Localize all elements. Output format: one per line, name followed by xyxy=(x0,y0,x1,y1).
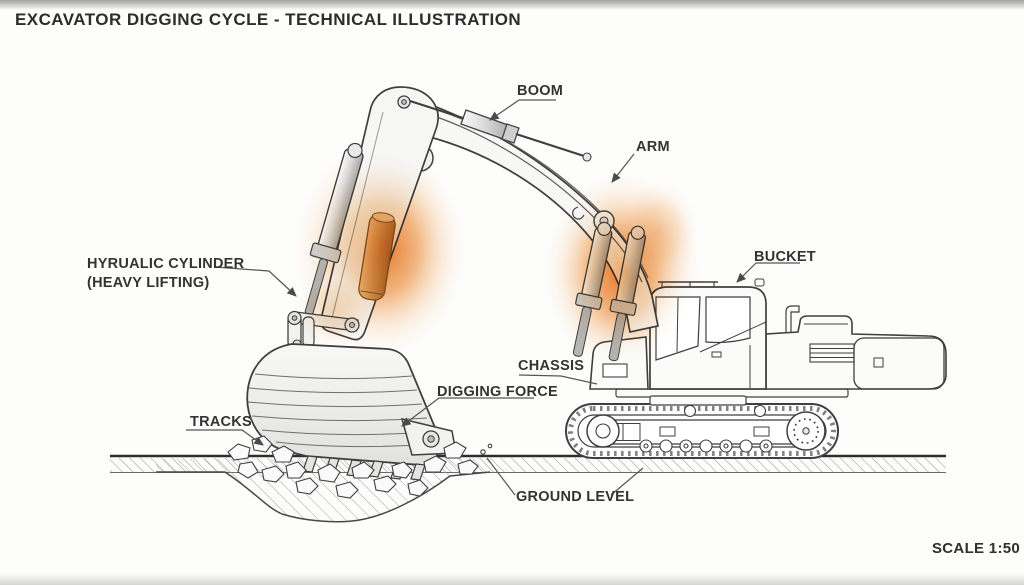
label-ground-level: GROUND LEVEL xyxy=(516,488,634,507)
chassis-label-text: CHASSIS xyxy=(518,358,585,374)
label-arm: ARM xyxy=(636,138,670,157)
digging-force-label-text: DIGGING FORCE xyxy=(437,384,558,400)
bucket-group xyxy=(246,343,457,481)
arm-label-text: ARM xyxy=(636,139,670,155)
chassis-leader-line xyxy=(518,374,598,385)
boom-label-text: BOOM xyxy=(517,83,564,99)
hydraulic-leader-line xyxy=(214,266,297,297)
tracks-group xyxy=(565,403,839,459)
label-boom: BOOM xyxy=(517,82,563,101)
hydraulic-glow-over xyxy=(292,148,703,368)
exhaust-pipe xyxy=(785,305,800,334)
ground-level-label-text: GROUND LEVEL xyxy=(516,489,635,505)
digging-force-leader-line xyxy=(401,397,534,427)
tracks-leader-line xyxy=(186,429,264,446)
hydraulic-label-line1: HYRUALIC CYLINDER xyxy=(87,256,245,272)
label-digging-force: DIGGING FORCE xyxy=(437,383,558,402)
engine-deck xyxy=(765,315,947,390)
rubble-rocks xyxy=(227,435,493,499)
ground-level-leader-left xyxy=(486,457,516,496)
label-bucket: BUCKET xyxy=(754,248,816,267)
boom-leader-line xyxy=(489,99,556,121)
cab-door-window xyxy=(705,296,751,344)
label-tracks: TRACKS xyxy=(190,413,252,432)
bucket-label-text: BUCKET xyxy=(754,249,816,265)
page-title: EXCAVATOR DIGGING CYCLE - TECHNICAL ILLU… xyxy=(15,10,522,29)
ground-level-leader-right xyxy=(610,467,644,496)
leader-lines xyxy=(186,99,800,496)
tracks-label-text: TRACKS xyxy=(190,414,252,430)
arm-leader-line xyxy=(611,153,635,183)
scale-note: SCALE 1:50 xyxy=(932,540,1021,557)
label-hydraulic-cylinder: HYRUALIC CYLINDER (HEAVY LIFTING) xyxy=(87,255,244,293)
hydraulic-label-line2: (HEAVY LIFTING) xyxy=(87,275,210,291)
bucket-leader-line xyxy=(736,262,800,283)
label-chassis: CHASSIS xyxy=(518,357,584,376)
